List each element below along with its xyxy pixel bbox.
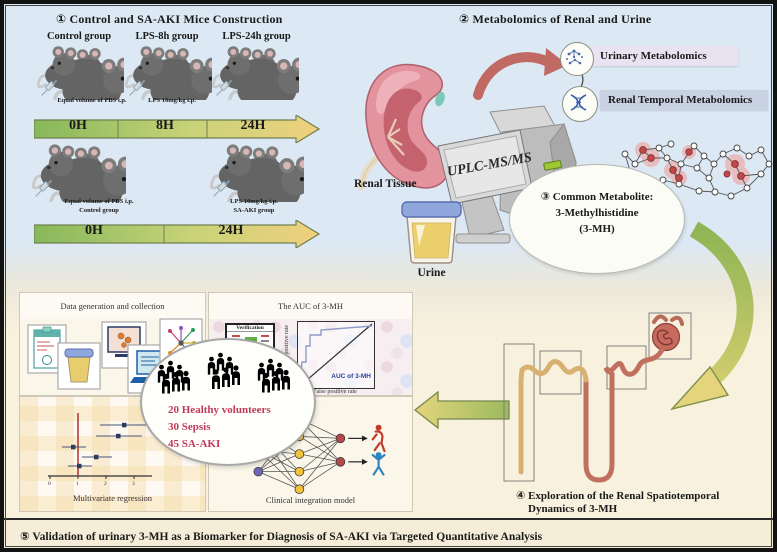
- forest-tick-1: 1: [76, 481, 79, 487]
- group-label-lps24h: LPS-24h group: [222, 31, 291, 42]
- metabolite-ellipse: ③ Common Metabolite: 3-Methylhistidine (…: [509, 164, 685, 274]
- forest-caption: Multivariate regression: [72, 493, 153, 503]
- footer-title: ⑤ Validation of urinary 3-MH as a Biomar…: [20, 531, 543, 543]
- caption-pbs-row2-line2: Control group: [79, 207, 119, 214]
- cohort-saaki: 45 SA-AKI: [168, 438, 221, 450]
- arrow-left-icon: [413, 390, 510, 430]
- forest-tick-3: 3: [132, 481, 135, 487]
- people-group-icon: [157, 352, 290, 394]
- section4-title-line1: ④ Exploration of the Renal Spatiotempora…: [516, 490, 720, 502]
- nn-caption: Clinical integration model: [265, 495, 356, 505]
- panel-data-title: Data generation and collection: [20, 293, 205, 319]
- timeline-arrow-2: [34, 220, 320, 248]
- caption-pbs-row2-line1: Equal volume of PBS i.p.: [64, 198, 134, 205]
- cohort-healthy: 20 Healthy volunteers: [168, 404, 271, 416]
- urine-cup-icon: [401, 201, 462, 264]
- roc-xlabel: False positive rate: [313, 389, 357, 395]
- section2-title: ② Metabolomics of Renal and Urine: [459, 12, 652, 26]
- timeline-label-0h: 0H: [69, 118, 87, 133]
- nephron-illustration: [503, 312, 692, 483]
- urine-sample-icon: [57, 342, 101, 390]
- cohort-ellipse: 20 Healthy volunteers 30 Sepsis 45 SA-AK…: [140, 338, 316, 466]
- group-label-control: Control group: [46, 31, 112, 42]
- syringe-icon: [212, 178, 232, 198]
- curved-arrow-right-icon: [473, 48, 568, 100]
- kidney-illustration: [357, 63, 449, 191]
- caption-pbs-row1: Equal volume of PBS i.p.: [57, 97, 127, 104]
- forest-tick-2: 2: [104, 481, 107, 487]
- timeline-label-24h: 24H: [240, 118, 266, 133]
- section3-line2: 3-Methylhistidine: [555, 207, 639, 219]
- caption-lps-row2-line2: SA-AKI group: [233, 207, 275, 214]
- section1-title: ① Control and SA-AKI Mice Construction: [56, 12, 283, 26]
- urine-label: Urine: [417, 267, 446, 279]
- sick-person-icon: [371, 424, 386, 453]
- cohort-sepsis: 30 Sepsis: [168, 421, 211, 433]
- syringe-icon: [40, 78, 59, 97]
- renal-tissue-label: Renal Tissue: [354, 178, 417, 190]
- urinary-metabolomics-banner: Urinary Metabolomics: [592, 46, 738, 66]
- molecular-network-illustration: [621, 140, 773, 208]
- footer-bar: ⑤ Validation of urinary 3-MH as a Biomar…: [4, 518, 773, 548]
- timeline2-label-0h: 0H: [85, 223, 103, 238]
- molecule-icon: [560, 42, 594, 76]
- curved-arrow-down-icon: [669, 221, 754, 411]
- roc-auc-label: AUC of 3-MH: [331, 373, 371, 380]
- syringe-icon: [128, 78, 147, 97]
- caption-lps-row1: LPS 10mg/kg i.p.: [148, 97, 196, 104]
- timeline2-label-24h: 24H: [218, 223, 244, 238]
- group-label-lps8h: LPS-8h group: [135, 31, 199, 42]
- timeline-label-8h: 8H: [156, 118, 174, 133]
- forest-tick-0: 0: [48, 481, 51, 487]
- timeline-arrow-1: [34, 115, 320, 143]
- caption-lps-row2-line1: LPS 10mg/kg i.p.: [230, 198, 278, 205]
- roc-plot: AUC of 3-MH: [297, 321, 375, 389]
- syringe-icon: [34, 178, 54, 198]
- renal-metabolomics-banner: Renal Temporal Metabolomics: [600, 90, 768, 110]
- dna-icon: [562, 86, 598, 122]
- section4-title-line2: Dynamics of 3-MH: [528, 503, 618, 515]
- section3-line1: ③ Common Metabolite:: [540, 191, 654, 203]
- healthy-person-icon: [371, 452, 386, 476]
- verification-label: Verification: [227, 325, 273, 332]
- panel-auc-title: The AUC of 3-MH: [209, 293, 412, 319]
- section3-line3: (3-MH): [579, 223, 615, 235]
- syringe-icon: [215, 78, 234, 97]
- forest-plot: [48, 413, 152, 479]
